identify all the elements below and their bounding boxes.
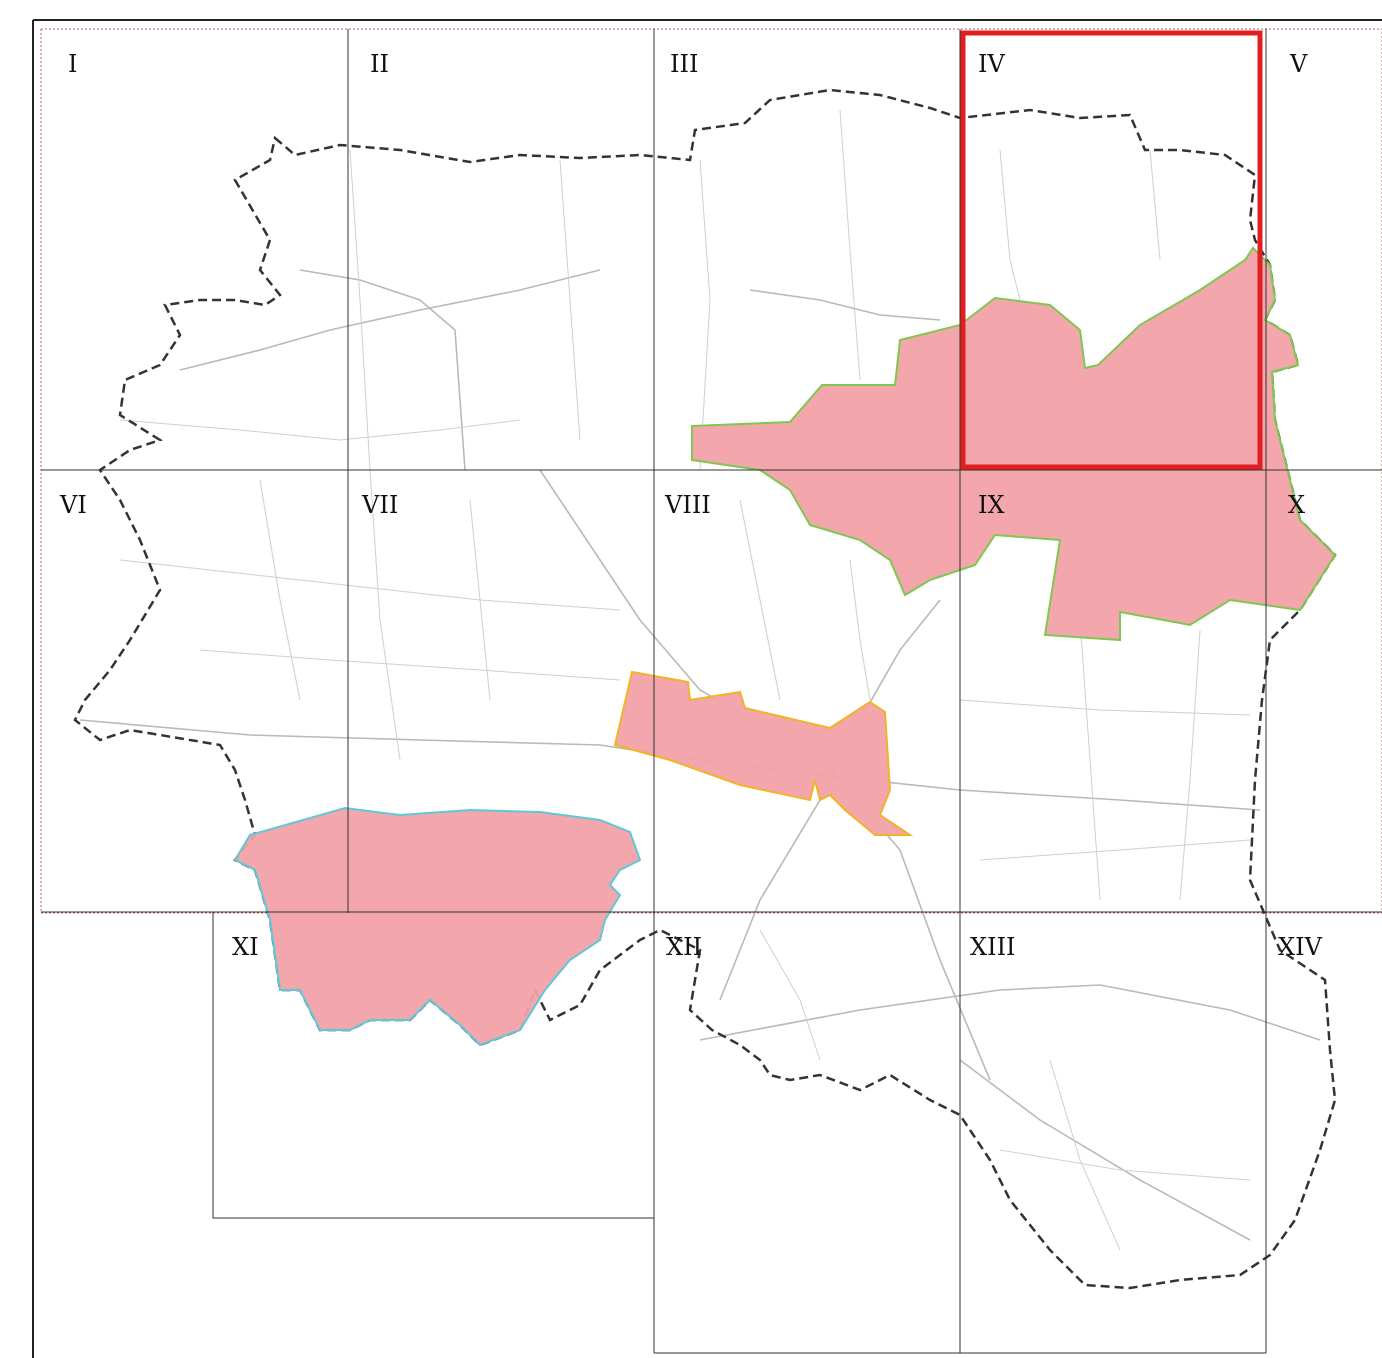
sheet-label-xiv[interactable]: XIV [1278, 933, 1323, 961]
sheet-labels: I II III IV V VI VII VIII IX X XI XII XI… [59, 50, 1323, 961]
sheet-label-x[interactable]: X [1288, 491, 1305, 519]
designated-zones [233, 246, 1337, 1047]
sheet-label-xi[interactable]: XI [232, 933, 259, 961]
sheet-label-vi[interactable]: VI [59, 491, 87, 519]
municipality-boundary [73, 88, 1337, 1290]
sheet-label-i[interactable]: I [68, 50, 77, 78]
sheet-iv-highlight-frame [960, 30, 1263, 470]
sheet-label-xii[interactable]: XII [666, 933, 702, 961]
sheet-grid [41, 29, 1382, 1354]
street-network [79, 109, 1321, 1251]
sheet-label-vii[interactable]: VII [361, 491, 398, 519]
sheet-label-v[interactable]: V [1289, 50, 1308, 78]
zone-southwest [233, 806, 642, 1047]
sheet-label-xiii[interactable]: XIII [970, 933, 1016, 961]
sheet-label-iii[interactable]: III [670, 50, 698, 78]
zone-central [613, 670, 914, 836]
sheet-label-ix[interactable]: IX [978, 491, 1005, 519]
zone-north [691, 246, 1337, 642]
page-frame [32, 19, 1382, 1358]
sheet-label-iv[interactable]: IV [978, 50, 1005, 78]
sheet-label-ii[interactable]: II [370, 50, 389, 78]
sheet-label-viii[interactable]: VIII [664, 491, 711, 519]
